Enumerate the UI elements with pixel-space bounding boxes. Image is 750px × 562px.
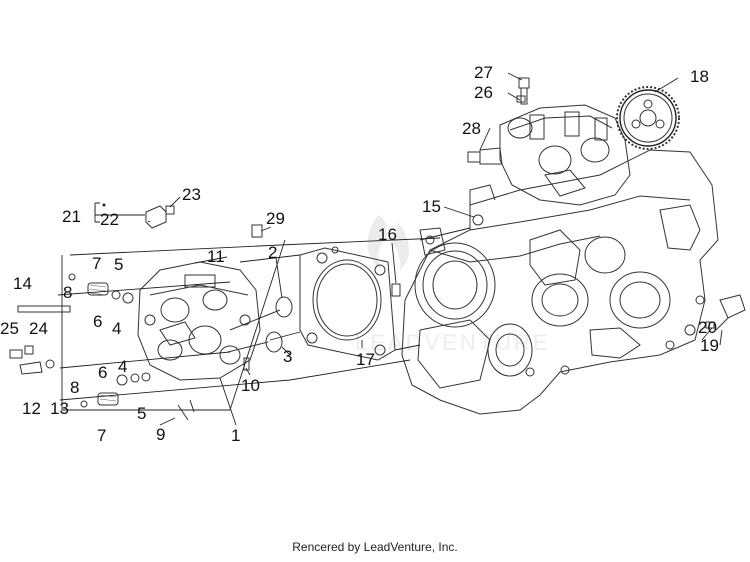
assembly-lines [57, 227, 471, 411]
callout-2: 2 [268, 243, 277, 262]
callout-23: 23 [182, 185, 201, 204]
callout-25: 25 [0, 319, 19, 338]
footer-credit: Rencered by LeadVenture, Inc. [292, 540, 458, 554]
callout-15: 15 [422, 197, 441, 216]
rod-and-bushings [9, 305, 71, 375]
callout-18: 18 [690, 67, 709, 86]
valve-springs [68, 273, 151, 408]
callout-7-upper: 7 [92, 254, 101, 273]
camshaft-carrier [499, 104, 631, 206]
leader-lines [94, 72, 723, 426]
callout-4-upper: 4 [112, 319, 121, 338]
cam-sprocket [616, 86, 680, 150]
callout-27: 27 [474, 63, 493, 82]
callout-24: 24 [29, 319, 48, 338]
callout-6-upper: 6 [93, 312, 102, 331]
sensor-19-20 [705, 294, 746, 331]
bolts-26-27 [516, 77, 530, 105]
callout-9: 9 [156, 425, 165, 444]
callout-29: 29 [266, 209, 285, 228]
cylinder-head [137, 261, 261, 381]
callout-16: 16 [378, 225, 397, 244]
plug-15 [472, 214, 484, 226]
part-29 [251, 224, 263, 238]
dowel-16 [391, 283, 401, 297]
callout-4-lower: 4 [118, 357, 127, 376]
crankcase-assembly [401, 149, 719, 415]
callout-14: 14 [13, 274, 32, 293]
callout-19: 19 [700, 336, 719, 355]
callout-3: 3 [283, 347, 292, 366]
callout-11: 11 [207, 247, 225, 266]
bracket-21 [94, 202, 100, 223]
watermark-logo: LEADVENTURE [355, 215, 551, 355]
valves [227, 296, 293, 353]
cap-22-screw-23 [145, 205, 175, 229]
callout-12: 12 [22, 399, 41, 418]
callout-26: 26 [474, 83, 493, 102]
callout-7-lower: 7 [97, 426, 106, 445]
callout-20: 20 [698, 318, 717, 337]
callout-5-upper: 5 [114, 255, 123, 274]
callout-21: 21 [62, 207, 81, 226]
callout-5-lower: 5 [137, 404, 146, 423]
callout-13: 13 [50, 399, 69, 418]
callout-10: 10 [241, 376, 260, 395]
callout-8-upper: 8 [63, 283, 72, 302]
callout-22: 22 [100, 210, 119, 229]
callout-6-lower: 6 [98, 363, 107, 382]
callout-28: 28 [462, 119, 481, 138]
callout-labels: 1 2 3 4 4 5 5 6 6 7 7 8 8 9 10 11 12 13 … [0, 63, 719, 445]
head-gasket [299, 246, 396, 361]
callout-17: 17 [356, 350, 375, 369]
callout-1: 1 [231, 426, 240, 445]
dot-21 [102, 203, 106, 207]
svg-text:LEADVENTURE: LEADVENTURE [355, 330, 551, 355]
sensor-28 [467, 147, 503, 165]
callout-8-lower: 8 [70, 378, 79, 397]
